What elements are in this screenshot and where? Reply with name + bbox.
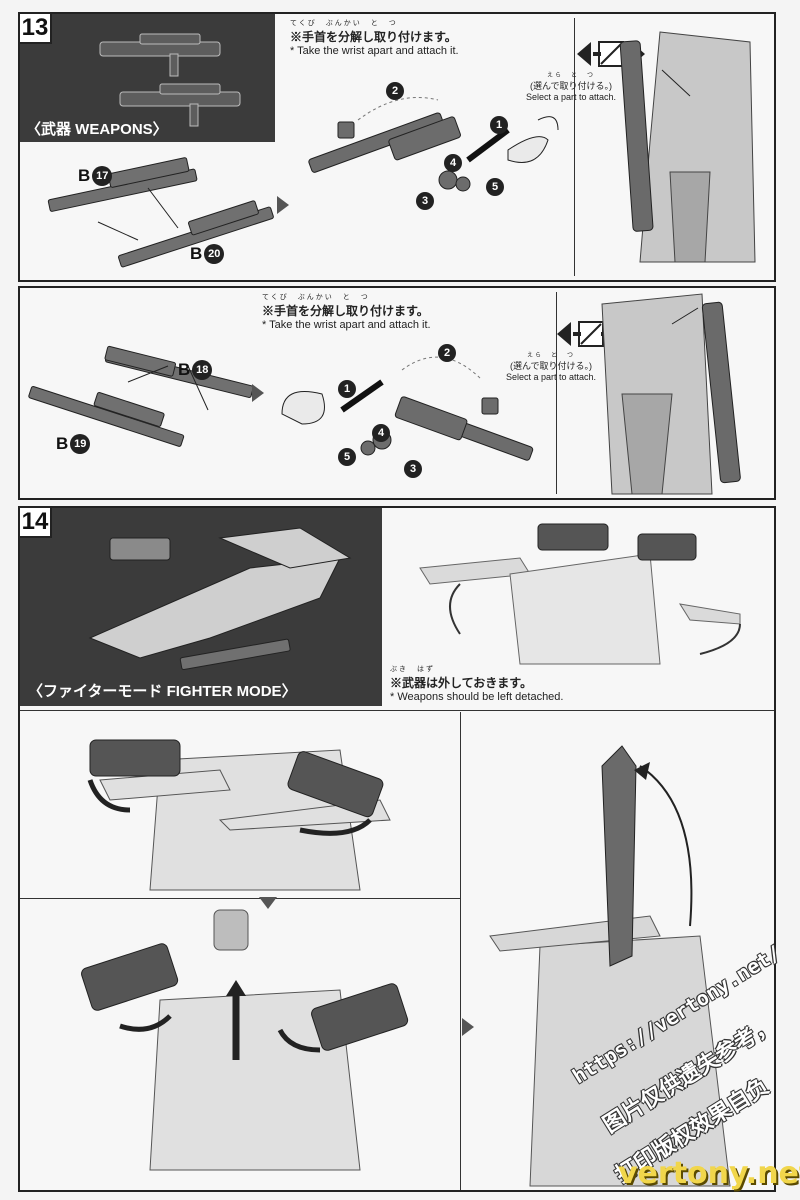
step14-wing-detach-illustration	[419, 523, 741, 665]
watermark-footer: vertony.net	[618, 1156, 800, 1191]
sequence-number-3: 3	[404, 460, 422, 478]
step13-number: 13	[18, 12, 52, 44]
fighter-mode-header-box	[20, 508, 382, 706]
fighter-mode-illustration	[88, 527, 352, 671]
lower-panel-divider	[556, 292, 557, 494]
sequence-number-3: 3	[416, 192, 434, 210]
sequence-number-4: 4	[372, 424, 390, 442]
step14-left-divider	[20, 898, 460, 899]
weapons-detached-note: ぶき はず ※武器は外しておきます。 * Weapons should be l…	[390, 666, 564, 703]
weapons-preview-illustration	[99, 33, 241, 127]
step14-wing-rotate-illustration	[87, 739, 391, 891]
step14-number: 14	[18, 506, 52, 538]
next-step-arrow-icon	[252, 384, 264, 402]
step14-back-unit-fold-illustration	[489, 745, 731, 1187]
next-step-arrow-icon	[277, 196, 289, 214]
next-step-arrow-icon	[462, 1018, 474, 1036]
lower-robot-weapon-attached-illustration	[601, 293, 741, 495]
upper-wrist-assembly-illustration	[308, 97, 559, 192]
sequence-number-5: 5	[486, 178, 504, 196]
select-part-icon	[511, 320, 625, 348]
fighter-mode-title: 〈ファイターモード FIGHTER MODE〉	[28, 683, 297, 700]
upper-robot-weapon-attached-illustration	[619, 31, 756, 263]
step14-column-divider	[460, 712, 461, 1190]
sequence-number-2: 2	[386, 82, 404, 100]
sequence-number-5: 5	[338, 448, 356, 466]
sequence-number-1: 1	[490, 116, 508, 134]
sequence-number-4: 4	[444, 154, 462, 172]
next-step-arrow-icon	[259, 897, 277, 909]
sequence-number-1: 1	[338, 380, 356, 398]
weapon-parts-b17-b20	[47, 157, 274, 268]
step14-header-divider	[20, 710, 774, 711]
weapons-header-box	[20, 14, 275, 142]
lower-select-part-callout: えら と つ (選んで取り付ける。) Select a part to atta…	[496, 320, 625, 382]
lower-wrist-note: てくび ぶんかい と つ ※手首を分解し取り付けます。 * Take the w…	[262, 294, 431, 331]
weapon-parts-b18-b19	[28, 345, 254, 447]
sequence-number-2: 2	[438, 344, 456, 362]
upper-wrist-note: てくび ぶんかい と つ ※手首を分解し取り付けます。 * Take the w…	[290, 20, 459, 57]
upper-panel-divider	[574, 18, 575, 276]
weapons-title: 〈武器 WEAPONS〉	[26, 121, 168, 138]
step14-shoulder-raise-illustration	[81, 909, 409, 1171]
